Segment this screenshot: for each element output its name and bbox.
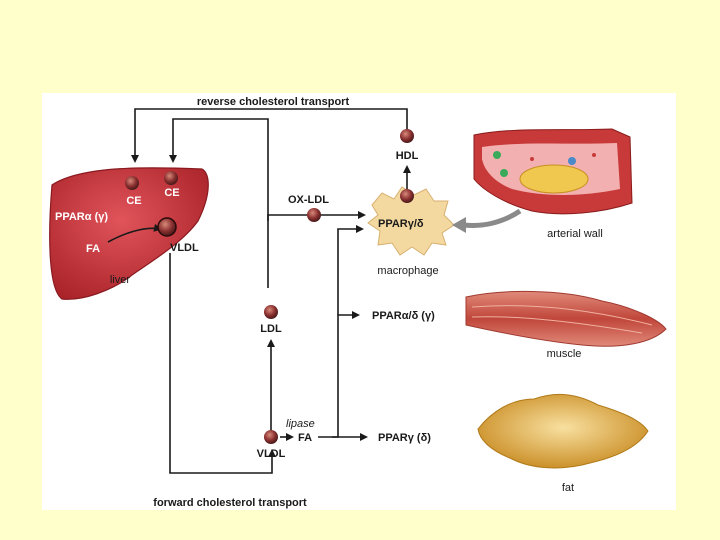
ce-left-particle [125, 176, 139, 190]
vldl-liver-particle [157, 217, 177, 237]
artery-to-macrophage-arrow [463, 208, 522, 228]
vldl-bottom-particle [264, 430, 278, 444]
ce-right-particle [164, 171, 178, 185]
ppar-liver-label: PPARα (γ) [55, 211, 108, 223]
arterial-wall-label: arterial wall [547, 228, 603, 240]
ppar-muscle-label: PPARα/δ (γ) [372, 310, 435, 322]
vldl-liver-label: VLDL [170, 242, 199, 254]
diagram-panel: reverse cholesterol transport liver CE C… [42, 93, 676, 510]
macrophage-ppar-label: PPARγ/δ [378, 218, 424, 230]
arterial-wall [473, 128, 633, 215]
forward-transport-arrows [169, 253, 276, 474]
lipase-label: lipase [286, 418, 315, 430]
fa-to-vldl-arrow [107, 223, 162, 243]
ce-left-label: CE [126, 195, 141, 207]
muscle-label: muscle [547, 348, 582, 360]
fat-tissue [477, 393, 649, 469]
macrophage-particle [400, 189, 414, 203]
vldl-bottom-label: VLDL [257, 448, 286, 460]
muscle [465, 290, 667, 347]
forward-transport-label: forward cholesterol transport [153, 497, 307, 509]
macrophage-label: macrophage [377, 265, 438, 277]
hdl-particle [400, 129, 414, 143]
ox-ldl-particle [307, 208, 321, 222]
ldl-label: LDL [260, 323, 282, 335]
cholesterol-transport-diagram: reverse cholesterol transport liver CE C… [49, 96, 667, 509]
reverse-transport-label: reverse cholesterol transport [197, 96, 350, 108]
fa-distribution-arrows [318, 225, 368, 441]
fa-liver-label: FA [86, 243, 100, 255]
liver-label: liver [110, 274, 131, 286]
reverse-transport-arrows [131, 108, 408, 288]
ox-ldl-arrow [267, 211, 366, 221]
ppar-fat-label: PPARγ (δ) [378, 432, 431, 444]
ldl-particle [264, 305, 278, 319]
fat-label: fat [562, 482, 574, 494]
hdl-label: HDL [396, 150, 419, 162]
ox-ldl-label: OX-LDL [288, 194, 329, 206]
fa-bottom-label: FA [298, 432, 312, 444]
ce-right-label: CE [164, 187, 179, 199]
